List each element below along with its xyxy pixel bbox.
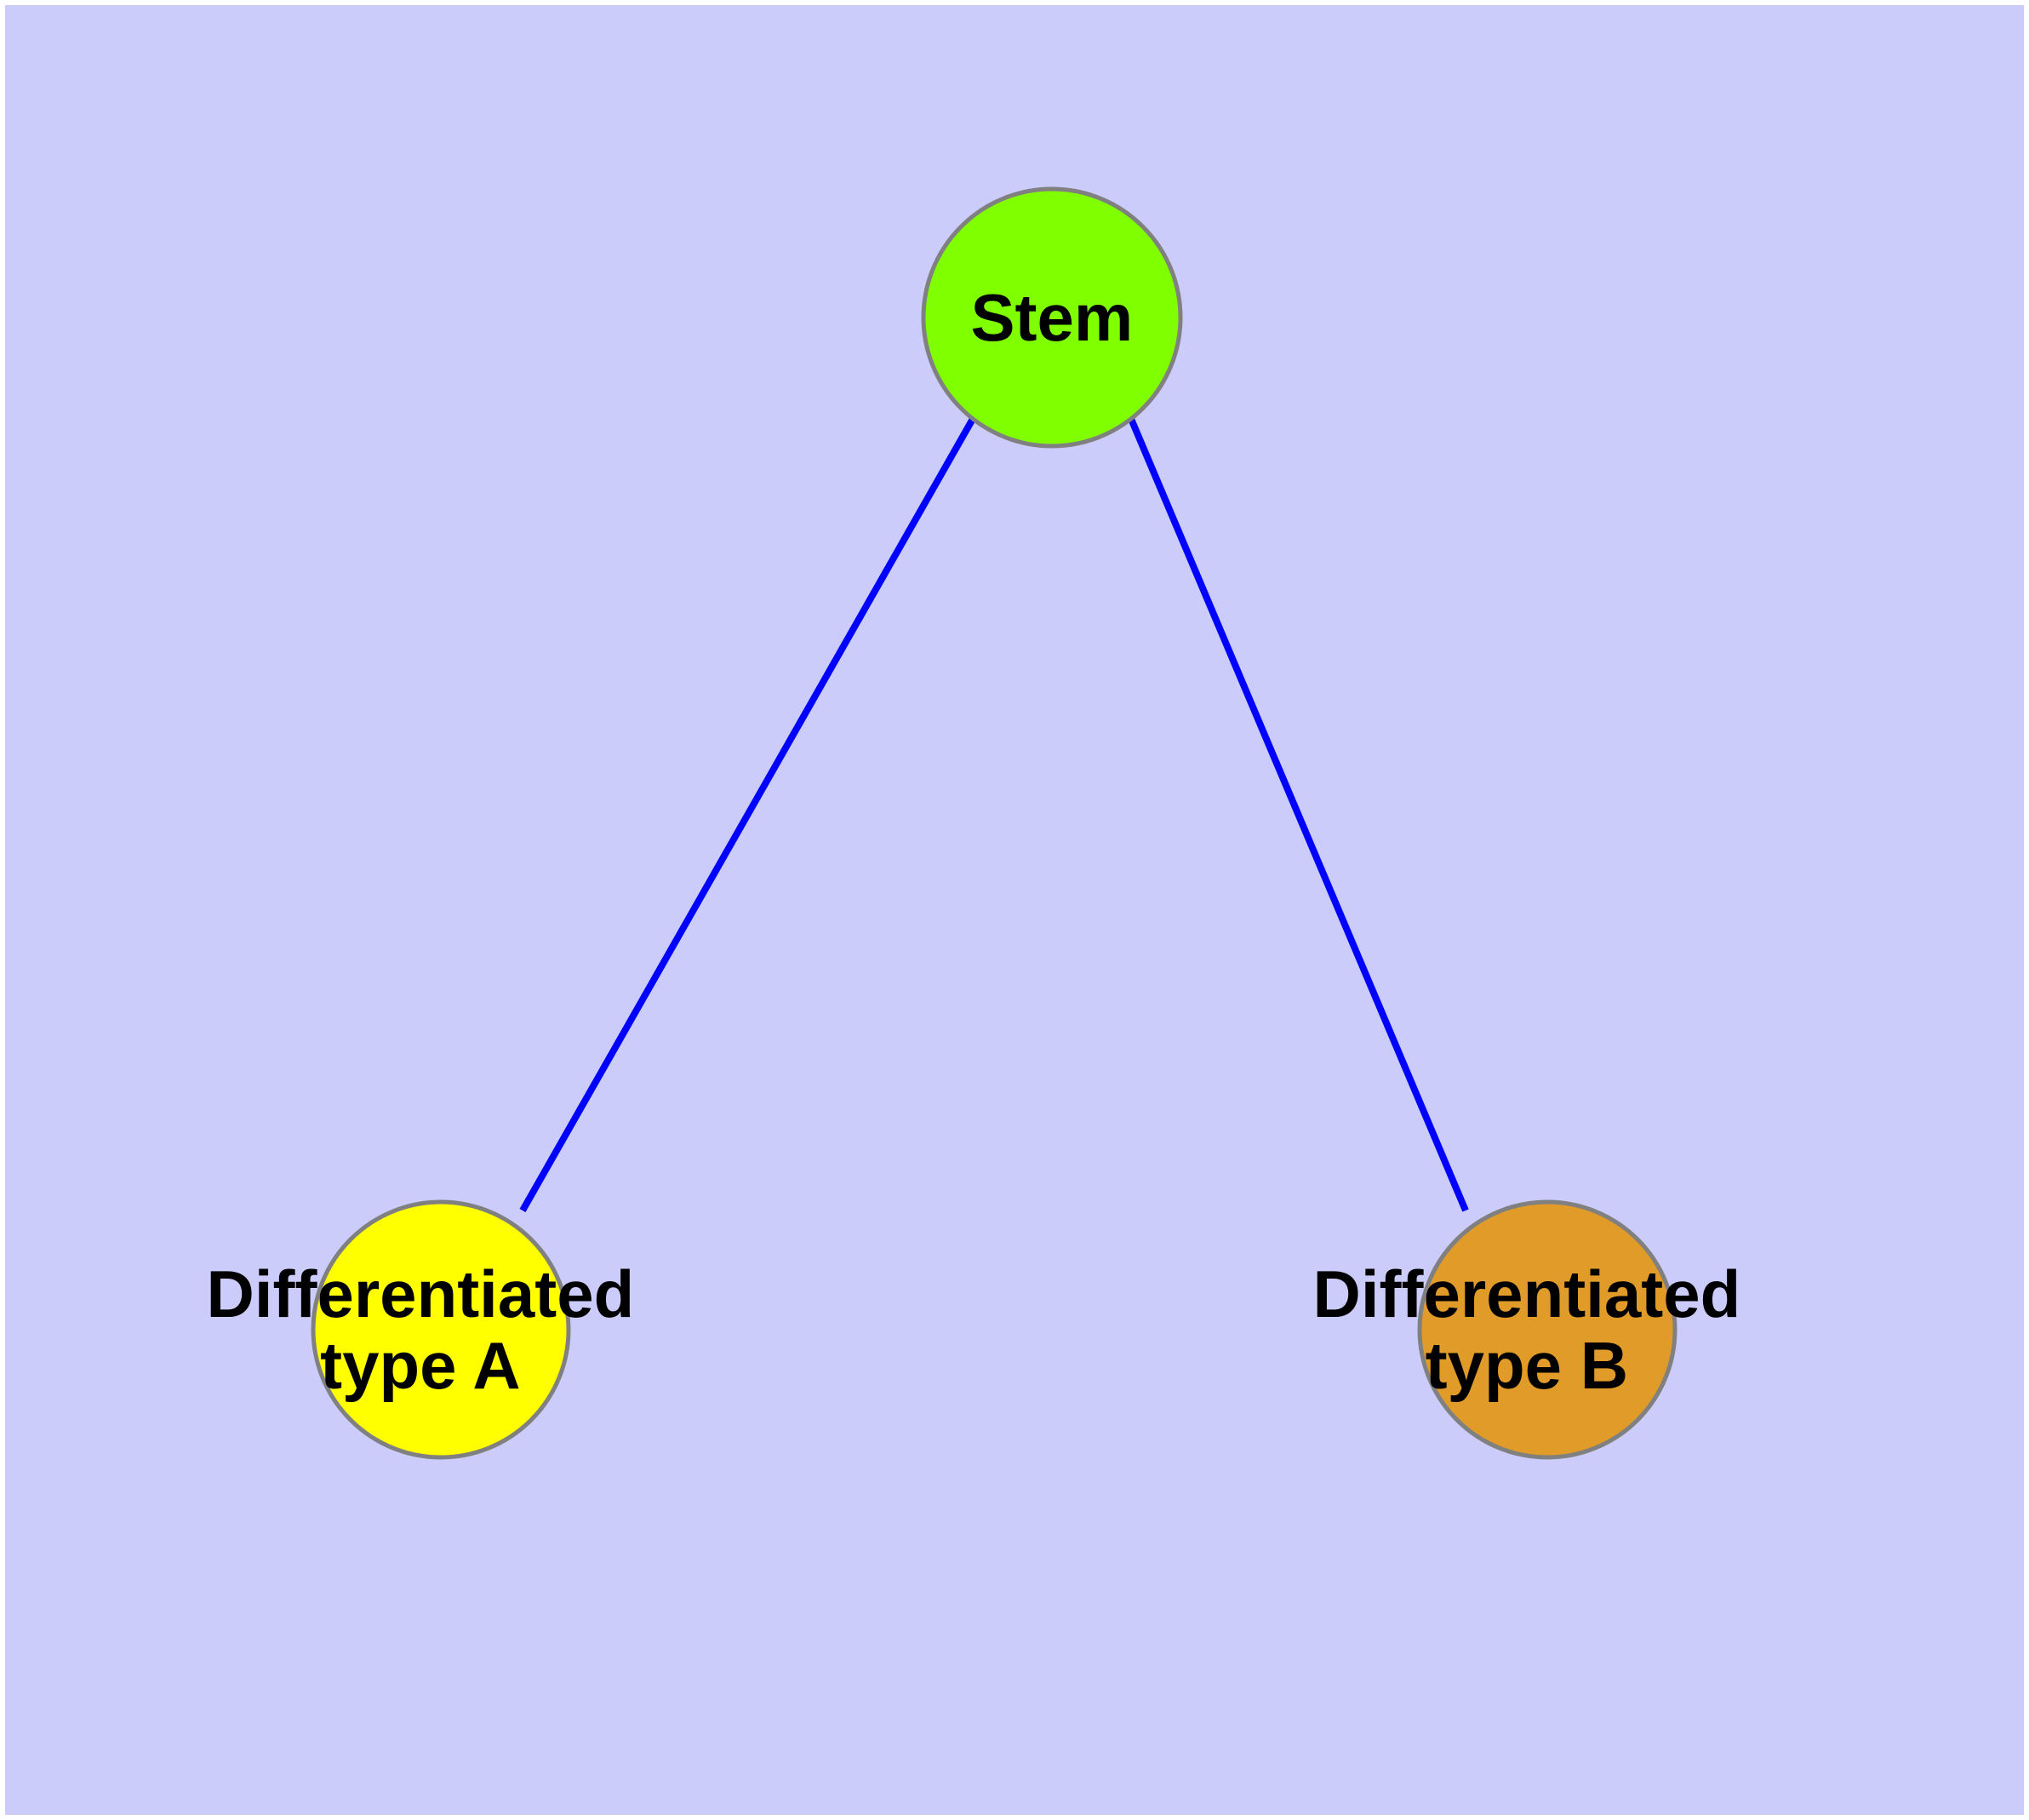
graph-svg xyxy=(311,186,1677,1460)
graph-node-stem[interactable] xyxy=(921,186,1183,449)
edges-layer xyxy=(519,417,1469,1212)
nodes-layer xyxy=(311,186,1677,1460)
graph-node-diff_b[interactable] xyxy=(1417,1199,1677,1460)
graph-edge-stem-diff_a[interactable] xyxy=(519,417,976,1212)
graph-edge-stem-diff_b[interactable] xyxy=(1128,417,1469,1212)
graph-node-diff_a[interactable] xyxy=(311,1199,571,1460)
